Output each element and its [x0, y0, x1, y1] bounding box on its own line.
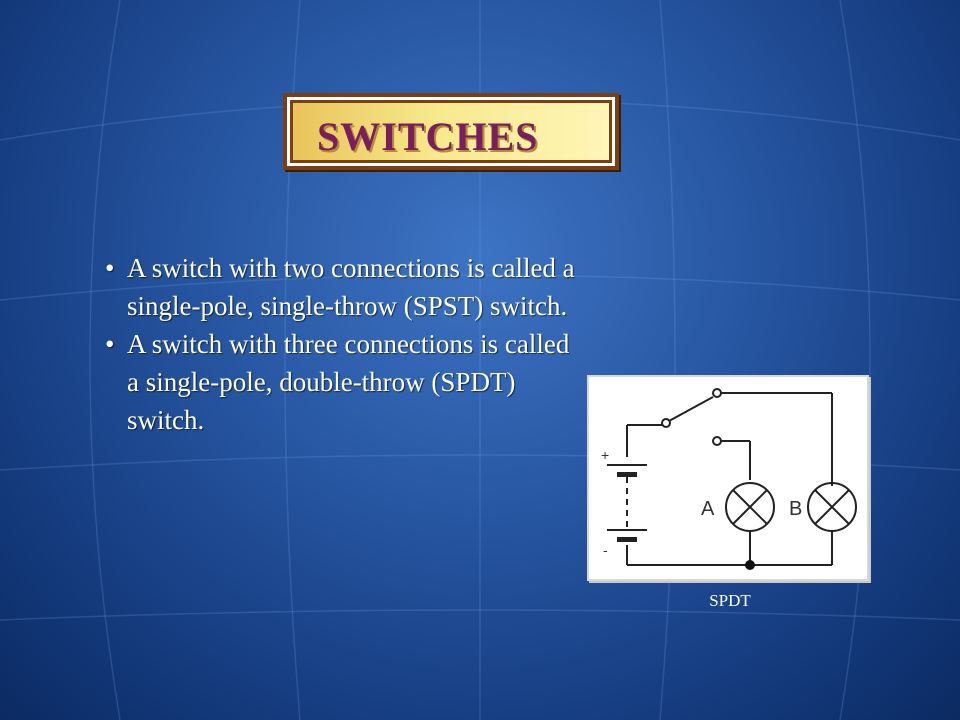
switch-throw-2-terminal	[712, 436, 722, 446]
switch-common-terminal	[661, 418, 671, 428]
title-box: SWITCHES	[283, 93, 619, 170]
bullet-list: • A switch with two connections is calle…	[105, 249, 585, 439]
bullet-text-spdt: A switch with three connections is calle…	[127, 329, 570, 435]
bullet-item-spst: • A switch with two connections is calle…	[105, 249, 585, 325]
battery-plus-label: +	[601, 447, 609, 463]
bullet-text-spst: A switch with two connections is called …	[127, 253, 575, 321]
battery-minus-label: -	[603, 542, 608, 558]
battery-icon	[607, 464, 647, 542]
title-box-inner: SWITCHES	[290, 100, 612, 163]
lamp-a-cross	[732, 489, 768, 525]
slide-title: SWITCHES	[317, 114, 539, 159]
junction-dot	[745, 560, 755, 570]
bullet-item-spdt: • A switch with three connections is cal…	[105, 325, 585, 439]
spdt-circuit-diagram: + - A B	[587, 375, 869, 581]
switch-blade	[668, 396, 714, 422]
circuit-svg: + - A B	[601, 388, 857, 570]
bullet-marker: •	[105, 329, 115, 359]
switch-throw-1-terminal	[712, 388, 722, 398]
lamp-b-label: B	[789, 498, 802, 520]
bullet-marker: •	[105, 253, 115, 283]
lamp-b-cross	[814, 489, 850, 525]
diagram-caption: SPDT	[709, 591, 751, 610]
lamp-a-label: A	[701, 498, 715, 520]
